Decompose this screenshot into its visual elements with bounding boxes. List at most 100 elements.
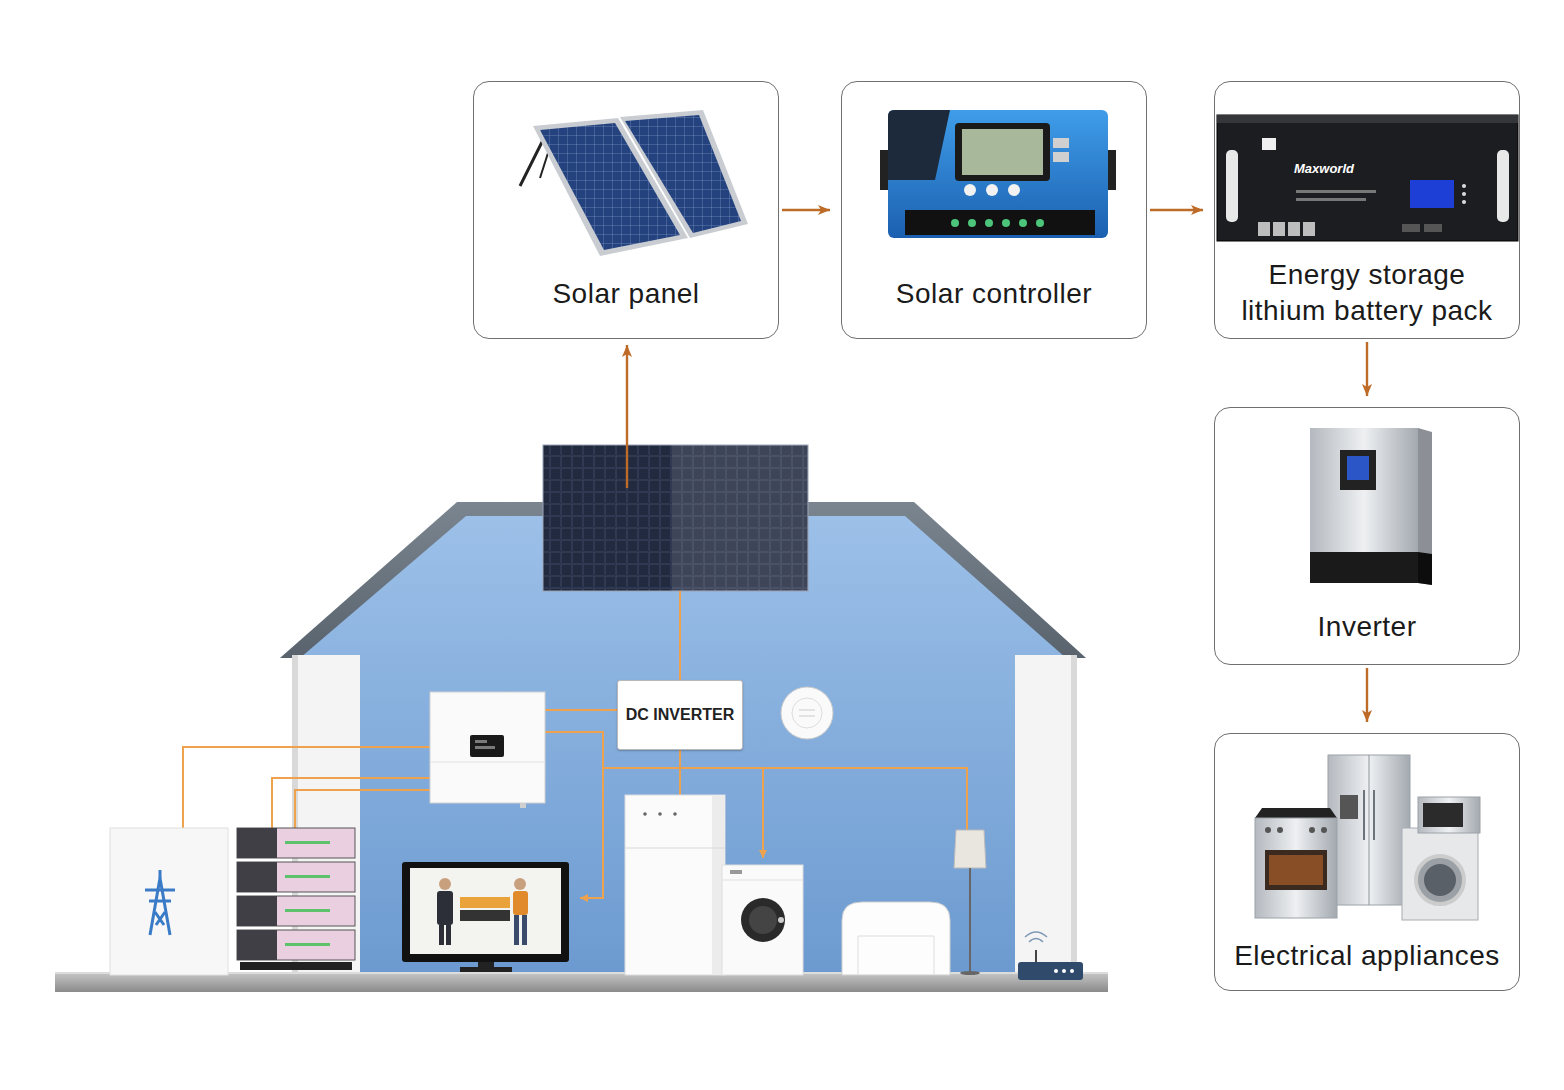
battery-rack (1497, 150, 1509, 222)
charge-controller (905, 210, 1095, 235)
charge-controller (962, 129, 1043, 175)
inverter-device (1418, 552, 1432, 585)
fridge (625, 795, 725, 975)
appliances-group (1255, 755, 1480, 920)
hybrid-inverter (430, 692, 545, 803)
armchair (842, 902, 950, 975)
smoke-detector (799, 716, 815, 717)
grid-meter-box (159, 870, 162, 878)
battery-rack (1217, 115, 1518, 241)
inverter-device (1340, 450, 1376, 490)
panel-callout-arrow (626, 345, 628, 488)
house-wiring (679, 591, 681, 680)
grid-meter-box (110, 828, 228, 975)
wifi-router (1070, 969, 1074, 973)
wifi-router (1035, 950, 1037, 962)
battery-stack (285, 943, 330, 946)
television (437, 891, 453, 925)
television (513, 891, 528, 915)
appliances-group (1373, 790, 1375, 840)
washing-machine (722, 865, 803, 975)
fridge (625, 848, 725, 849)
washing-machine (741, 898, 785, 942)
device-tag: DC INVERTER (617, 680, 743, 750)
smoke-detector (781, 687, 833, 739)
house-shell (1071, 655, 1077, 975)
floor-lamp (969, 868, 971, 972)
grid-meter-box (110, 828, 228, 975)
appliances-group (1321, 827, 1327, 833)
process-box: Solar controller (841, 81, 1147, 339)
wifi-router (1054, 969, 1058, 973)
box-label: Solar controller (896, 276, 1092, 312)
television (402, 862, 569, 962)
house-shell (1015, 655, 1077, 975)
battery-stack (237, 828, 355, 970)
box-label: Inverter (1318, 609, 1417, 645)
flow-arrow (1150, 209, 1203, 211)
charge-controller (951, 219, 959, 227)
charge-controller (1036, 219, 1044, 227)
smoke-detector (781, 687, 833, 739)
charge-controller (880, 110, 1116, 238)
hybrid-inverter (430, 692, 545, 808)
house-shell (292, 655, 360, 975)
battery-rack (1462, 200, 1466, 204)
battery-rack (1462, 184, 1466, 188)
battery-rack (1410, 180, 1454, 208)
charge-controller (888, 110, 1108, 238)
appliances-group (1424, 864, 1456, 896)
grid-meter-box (150, 878, 170, 935)
house-wiring (580, 768, 603, 898)
battery-stack (237, 896, 355, 926)
inverter-device (1347, 456, 1369, 480)
panel-callout-arrow (627, 345, 628, 488)
appliances-group (1277, 827, 1283, 833)
battery-stack (240, 962, 352, 970)
appliances-group (1309, 827, 1315, 833)
television (402, 862, 569, 972)
battery-rack (1303, 222, 1315, 236)
folding-solar-panel (620, 110, 748, 238)
fridge (658, 812, 662, 816)
roof-solar-panel (543, 445, 808, 591)
hybrid-inverter (475, 746, 495, 749)
grid-meter-box (145, 889, 175, 892)
battery-rack (1424, 224, 1442, 232)
charge-controller (985, 219, 993, 227)
appliances-group (1369, 755, 1370, 905)
box-label: Electrical appliances (1234, 938, 1500, 974)
wifi-router (1062, 969, 1066, 973)
appliances-group (1328, 755, 1410, 905)
battery-rack (1258, 222, 1270, 236)
television (439, 878, 451, 890)
television (460, 910, 510, 921)
roof-solar-panel (543, 445, 808, 591)
hybrid-inverter (475, 740, 487, 743)
grid-meter-box (145, 870, 175, 935)
grid-meter-box (155, 912, 165, 925)
charge-controller (888, 110, 950, 180)
label-holder: Maxworld (1294, 159, 1354, 177)
battery-rack (1296, 190, 1376, 193)
armchair (842, 902, 950, 975)
battery-stack (237, 862, 355, 892)
house-wiring (762, 768, 764, 858)
fridge (673, 812, 677, 816)
house-wiring (545, 732, 603, 768)
grid-meter-box (149, 900, 171, 903)
television (446, 925, 451, 945)
battery-rack (1217, 115, 1518, 123)
washing-machine (749, 906, 777, 934)
floor-lamp (954, 830, 986, 975)
appliances-group (1255, 808, 1337, 818)
battery-stack (237, 930, 277, 960)
wifi-router (1025, 932, 1047, 937)
folding-solar-panel (625, 115, 741, 233)
appliances-group (1416, 856, 1464, 904)
battery-stack (285, 909, 330, 912)
appliances-group (1265, 827, 1271, 833)
process-box: Solar panel (473, 81, 779, 339)
battery-stack (237, 828, 277, 858)
